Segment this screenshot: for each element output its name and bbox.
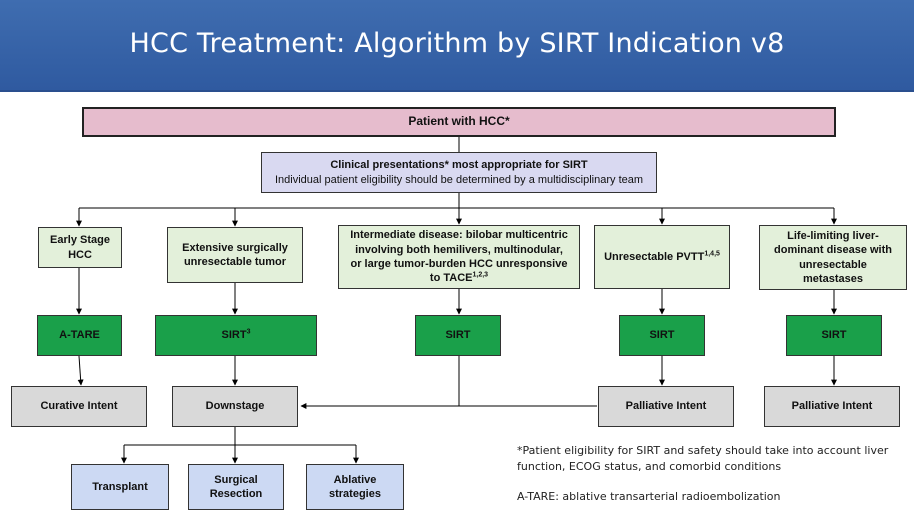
- treatment-sirt-pvtt: SIRT: [619, 315, 705, 356]
- presentation-pvtt-refs: 1,4,5: [704, 250, 720, 258]
- presentation-intermediate: Intermediate disease: bilobar multicentr…: [338, 225, 580, 289]
- option-transplant-label: Transplant: [92, 480, 148, 493]
- option-ablative-label: Ablative strategies: [329, 473, 381, 500]
- title-banner: HCC Treatment: Algorithm by SIRT Indicat…: [0, 0, 914, 92]
- outcome-downstage: Downstage: [172, 386, 298, 427]
- option-surgical-resection-label: Surgical Resection: [209, 473, 263, 500]
- treatment-sirt-intermediate: SIRT: [415, 315, 501, 356]
- treatment-sirt-pvtt-label: SIRT: [649, 329, 675, 342]
- option-surgical-resection: Surgical Resection: [188, 464, 284, 510]
- connector-intermediate-downstage: [300, 356, 460, 409]
- presentation-intermediate-refs: 1,2,3: [472, 271, 489, 279]
- treatment-sirt-extensive-text: SIRT3: [222, 328, 251, 342]
- page-title: HCC Treatment: Algorithm by SIRT Indicat…: [129, 28, 785, 59]
- presentation-pvtt-label: Unresectable PVTT: [604, 250, 705, 263]
- presentation-extensive: Extensive surgically unresectable tumor: [167, 227, 303, 283]
- option-ablative: Ablative strategies: [306, 464, 404, 510]
- eligibility-footnote: *Patient eligibility for SIRT and safety…: [517, 444, 889, 473]
- presentation-life-limiting-label: Life-limiting liver-dominant disease wit…: [774, 229, 892, 285]
- treatment-atare-label: A-TARE: [59, 329, 100, 342]
- presentation-early-stage: Early Stage HCC: [38, 227, 122, 268]
- presentation-intermediate-text: Intermediate disease: bilobar multicentr…: [349, 228, 569, 285]
- treatment-sirt-extensive-ref: 3: [246, 328, 251, 336]
- outcome-palliative-life-limiting: Palliative Intent: [764, 386, 900, 427]
- presentation-pvtt-text: Unresectable PVTT1,4,5: [604, 250, 720, 264]
- arrow-atare-curative: [77, 355, 84, 386]
- atare-definition: A-TARE: ablative transarterial radioembo…: [517, 490, 781, 503]
- presentation-life-limiting: Life-limiting liver-dominant disease wit…: [759, 225, 907, 290]
- treatment-sirt-intermediate-label: SIRT: [445, 329, 471, 342]
- presentation-extensive-label: Extensive surgically unresectable tumor: [182, 241, 288, 268]
- clinical-subtitle: Individual patient eligibility should be…: [274, 173, 644, 186]
- presentation-early-stage-label: Early Stage HCC: [50, 234, 110, 261]
- patient-box: Patient with HCC*: [82, 107, 836, 137]
- outcome-palliative-life-limiting-label: Palliative Intent: [791, 400, 873, 413]
- clinical-presentations-box: Clinical presentations* most appropriate…: [261, 152, 657, 193]
- option-transplant: Transplant: [71, 464, 169, 510]
- treatment-sirt-extensive-label: SIRT: [221, 329, 247, 342]
- outcome-curative-label: Curative Intent: [40, 400, 118, 413]
- outcome-palliative-pvtt: Palliative Intent: [598, 386, 734, 427]
- outcome-downstage-label: Downstage: [205, 400, 265, 413]
- outcome-curative: Curative Intent: [11, 386, 147, 427]
- patient-label: Patient with HCC*: [408, 114, 510, 129]
- treatment-sirt-life-limiting-label: SIRT: [821, 329, 847, 342]
- clinical-title: Clinical presentations* most appropriate…: [330, 159, 588, 172]
- treatment-sirt-extensive: SIRT3: [155, 315, 317, 356]
- treatment-sirt-life-limiting: SIRT: [786, 315, 882, 356]
- outcome-palliative-pvtt-label: Palliative Intent: [625, 400, 707, 413]
- presentation-pvtt: Unresectable PVTT1,4,5: [594, 225, 730, 289]
- presentation-intermediate-label: Intermediate disease: bilobar multicentr…: [350, 229, 568, 285]
- treatment-atare: A-TARE: [37, 315, 122, 356]
